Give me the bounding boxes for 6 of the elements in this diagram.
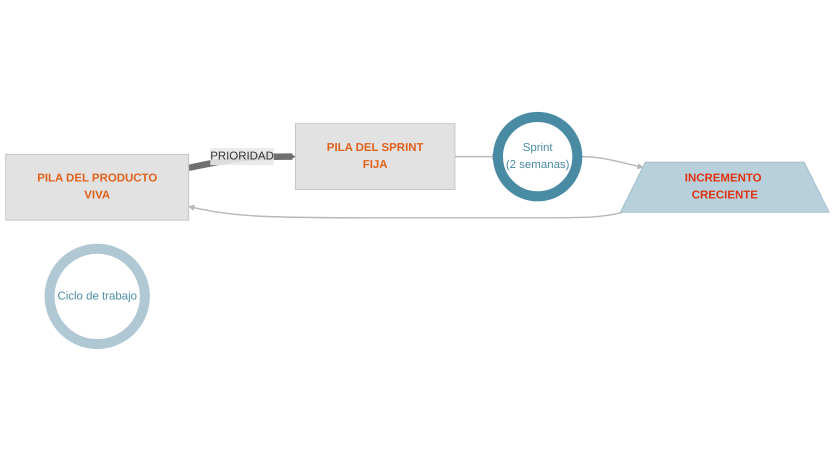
node-circle: Sprint (2 semanas) — [492, 112, 582, 202]
edge-label: PRIORIDAD — [210, 150, 274, 162]
node-circle: Ciclo de trabajo — [44, 244, 150, 350]
arrow — [188, 204, 622, 218]
node-box: PILA DEL PRODUCTO VIVA — [5, 154, 190, 220]
node-box: PILA DEL SPRINT FIJA — [294, 123, 456, 190]
